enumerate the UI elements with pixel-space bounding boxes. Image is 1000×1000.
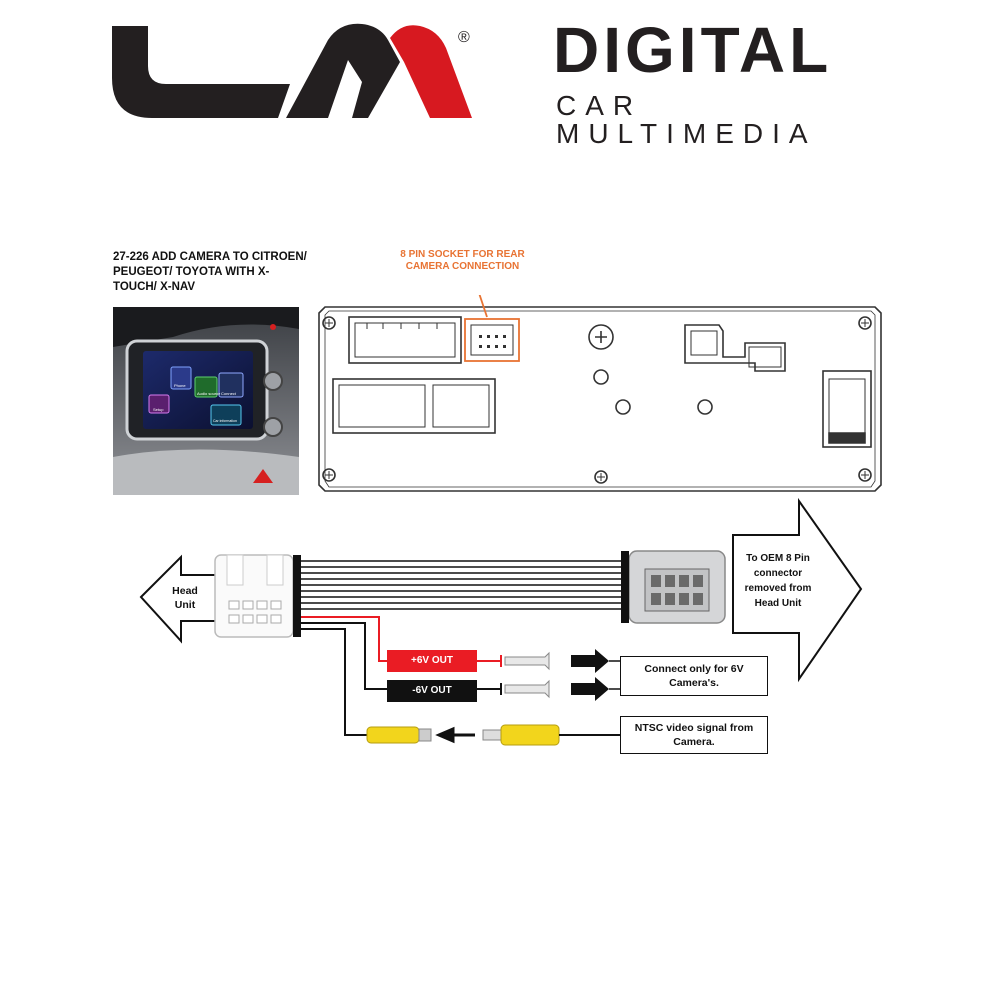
dashboard-photo: Phone Audio source Connect Setup Car inf… bbox=[113, 307, 299, 495]
head-unit-rear-panel bbox=[318, 295, 882, 492]
harness-diagram bbox=[139, 497, 863, 746]
plus-6v-out-label: +6V OUT bbox=[387, 650, 477, 672]
oem-connector-label: To OEM 8 Pin connector removed from Head… bbox=[744, 553, 812, 609]
brand-tagline: CAR MULTIMEDIA bbox=[556, 90, 817, 149]
logo-letter-m-left bbox=[286, 23, 400, 118]
rca-female bbox=[366, 726, 432, 744]
head-unit-label: Head Unit bbox=[172, 585, 198, 611]
logo-letter-m-right bbox=[390, 25, 472, 119]
ntsc-video-note: NTSC video signal from Camera. bbox=[620, 716, 768, 754]
socket-label: 8 PIN SOCKET FOR REAR CAMERA CONNECTION bbox=[400, 249, 525, 272]
registered-mark: ® bbox=[458, 29, 470, 46]
logo-letter-l bbox=[112, 26, 290, 118]
oem-connector-arrow bbox=[732, 497, 863, 683]
lm-logo: ® bbox=[112, 23, 472, 119]
minus-6v-out-label: -6V OUT bbox=[387, 680, 477, 702]
spade-terminals bbox=[504, 651, 550, 699]
video-wire bbox=[301, 628, 367, 736]
rca-male bbox=[482, 724, 560, 746]
product-title: 27-226 ADD CAMERA TO CITROEN/ PEUGEOT/ T… bbox=[113, 251, 307, 293]
male-connector bbox=[214, 554, 301, 638]
minus-wire bbox=[301, 622, 387, 690]
female-connector bbox=[621, 550, 726, 624]
brand-name: DIGITAL bbox=[553, 14, 833, 86]
plus-wire bbox=[301, 616, 387, 662]
screen-tile-audio: Audio source bbox=[197, 391, 221, 396]
screen-tile-connect: Connect bbox=[221, 391, 237, 396]
ribbon-cable bbox=[301, 560, 631, 610]
screen-tile-car-info: Car information bbox=[213, 419, 237, 423]
screen-tile-setup: Setup bbox=[153, 407, 164, 412]
screen-tile-phone: Phone bbox=[174, 383, 186, 388]
camera-6v-note: Connect only for 6V Camera's. bbox=[620, 656, 768, 696]
